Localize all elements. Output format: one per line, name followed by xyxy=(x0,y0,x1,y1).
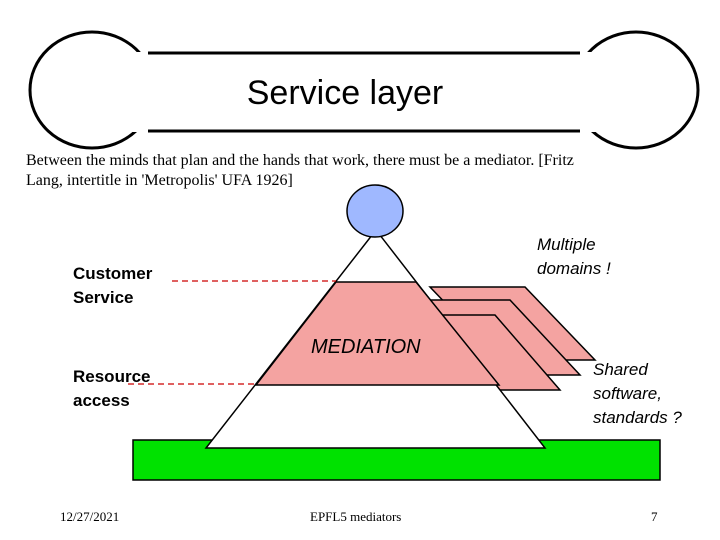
footer-date: 12/27/2021 xyxy=(60,509,120,524)
footer-center: EPFL5 mediators xyxy=(310,509,402,524)
customer-service-label: Customer Service xyxy=(73,262,152,310)
banner-bar xyxy=(128,52,598,132)
quote-line-1: Between the minds that plan and the hand… xyxy=(26,152,574,169)
top-circle xyxy=(346,184,404,238)
shared-line-2: software, xyxy=(593,384,662,403)
slide-title: Service layer xyxy=(246,74,444,112)
resource-access-label: Resource access xyxy=(73,365,150,413)
title-banner xyxy=(28,30,700,150)
shared-line-3: standards ? xyxy=(593,408,682,427)
mediation-band xyxy=(254,281,501,386)
customer-service-line-2: Service xyxy=(73,288,134,307)
quote: Between the minds that plan and the hand… xyxy=(26,151,574,191)
shared-software-label: Shared software, standards ? xyxy=(593,358,682,430)
multiple-domains-line-1: Multiple xyxy=(537,235,596,254)
shared-line-1: Shared xyxy=(593,360,648,379)
multiple-domains-line-2: domains ! xyxy=(537,259,611,278)
resource-access-line-2: access xyxy=(73,391,130,410)
resource-access-line-1: Resource xyxy=(73,367,151,386)
multiple-domains-label: Multiple domains ! xyxy=(537,233,611,281)
customer-service-line-1: Customer xyxy=(73,264,153,283)
page-number: 7 xyxy=(651,509,658,524)
quote-line-2: Lang, intertitle in 'Metropolis' UFA 192… xyxy=(26,172,293,189)
mediation-label: MEDIATION xyxy=(311,336,421,358)
